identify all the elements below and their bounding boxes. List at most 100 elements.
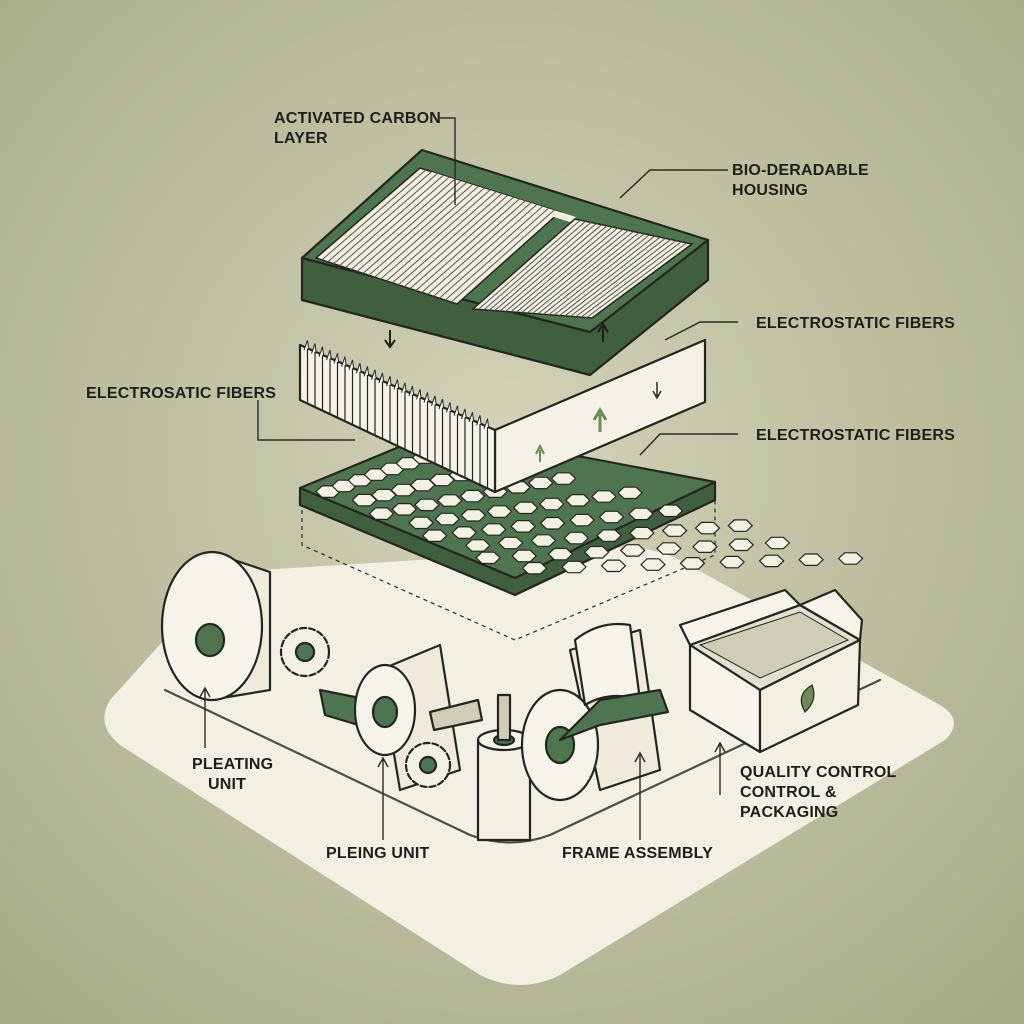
hex-opening — [598, 510, 625, 524]
carbon-pleat — [362, 182, 467, 274]
carbon-pleat — [350, 178, 456, 270]
carbon-pleat — [580, 241, 682, 318]
label-quality-control-line1: QUALITY CONTROL — [740, 764, 897, 781]
airflow-arrow-icon — [652, 382, 662, 400]
filter-pleat-ridge — [348, 359, 354, 371]
filter-pleat-ridge — [318, 346, 324, 357]
biodegradable-housing-frame — [300, 148, 710, 377]
carbon-pleat — [415, 198, 520, 291]
hex-opening — [464, 539, 491, 552]
hex-opening — [656, 542, 682, 555]
filter-pleat-ridge — [371, 369, 377, 380]
filter-pleat-ridge — [431, 395, 437, 407]
assembly-line-track — [163, 678, 882, 844]
carbon-pleat — [421, 200, 526, 293]
hex-opening — [408, 516, 434, 530]
leader-lines — [199, 117, 738, 840]
filter-pleat-ridge — [356, 362, 362, 374]
carbon-pleat — [427, 202, 532, 295]
hex-opening — [561, 560, 587, 574]
hex-opening — [436, 494, 463, 507]
carbon-pleat — [345, 176, 450, 268]
label-activated-carbon-line1: ACTIVATED CARBON — [274, 110, 441, 127]
leaf-icon — [800, 684, 815, 713]
hex-opening — [629, 526, 655, 540]
filter-pleat-ridge — [476, 415, 482, 426]
label-activated-carbon-line2: LAYER — [274, 130, 328, 147]
carbon-pleat — [380, 187, 485, 280]
hex-opening — [640, 558, 666, 571]
filter-pleat-ridge — [303, 340, 309, 351]
carbon-pleat — [494, 223, 597, 312]
hex-opening — [617, 486, 643, 500]
hex-opening — [434, 512, 461, 526]
hex-opening — [692, 540, 718, 553]
hex-opening — [451, 526, 478, 539]
carbon-pleat — [439, 206, 543, 299]
hex-opening — [390, 483, 417, 497]
hex-opening — [460, 509, 487, 522]
hex-opening — [368, 507, 395, 520]
hex-opening — [459, 489, 486, 503]
filter-pleat-ridge — [363, 366, 369, 377]
hex-opening — [661, 524, 688, 537]
airflow-arrow-icon — [384, 330, 396, 349]
label-quality-control-line3: PACKAGING — [740, 804, 838, 821]
filter-pleat-ridge — [401, 382, 407, 393]
carbon-pleat — [515, 227, 618, 313]
hex-opening — [563, 531, 590, 545]
label-housing-line2: HOUSING — [732, 182, 808, 199]
hex-opening — [591, 490, 617, 503]
label-pleating-unit-line2: UNIT — [208, 776, 246, 793]
hex-opening — [497, 536, 524, 550]
carbon-pleat — [397, 193, 502, 286]
hex-opening — [758, 554, 785, 568]
carbon-pleat — [532, 231, 634, 314]
hex-opening — [539, 516, 566, 530]
carbon-pleat — [586, 242, 687, 318]
hex-opening — [798, 553, 824, 566]
hex-opening — [657, 504, 684, 518]
carbon-pleat — [433, 204, 537, 297]
label-housing-line1: BIO-DERADABLE — [732, 162, 869, 179]
filter-pleat-ridge — [378, 372, 384, 384]
carbon-pleat — [543, 233, 645, 315]
hex-opening — [719, 555, 745, 569]
airflow-arrow-icon — [535, 443, 545, 462]
hex-opening — [694, 521, 721, 535]
carbon-pleat — [321, 169, 427, 261]
carbon-pleat — [356, 180, 462, 272]
filter-pleat-ridge — [446, 402, 452, 413]
hex-opening — [547, 547, 574, 561]
carbon-pleat — [403, 195, 508, 288]
hex-opening — [538, 497, 565, 511]
material-roll — [160, 550, 272, 702]
carbon-pleat — [553, 235, 656, 316]
hex-opening — [569, 513, 595, 527]
hex-opening — [596, 529, 622, 542]
carbon-pleat — [450, 209, 555, 303]
carbon-pleat — [339, 174, 444, 267]
filter-pleat-ridge — [438, 398, 444, 410]
carbon-pleat — [444, 207, 549, 301]
carbon-pleat — [559, 236, 661, 316]
hex-opening — [486, 505, 513, 518]
filter-pleat-ridge — [468, 412, 474, 423]
airflow-arrow-icon — [597, 322, 609, 342]
carbon-pleat — [478, 219, 581, 310]
drive-cylinder — [476, 693, 532, 842]
carbon-pleat — [333, 173, 438, 265]
hex-opening — [527, 476, 554, 490]
carbon-pleat — [327, 171, 432, 263]
filter-pleat-ridge — [386, 376, 392, 387]
label-electrosatic-fibers-left: ELECTROSATIC FIBERS — [86, 385, 276, 402]
hex-opening — [583, 545, 610, 559]
carbon-pleat — [575, 240, 677, 318]
packaging-box — [678, 588, 864, 754]
hex-opening — [728, 538, 755, 552]
hex-opening — [727, 519, 754, 532]
carbon-pleat — [488, 222, 592, 311]
hex-opening — [600, 559, 627, 573]
hex-opening — [512, 501, 539, 515]
label-electrostatic-fibers-upper: ELECTROSTATIC FIBERS — [756, 315, 955, 332]
